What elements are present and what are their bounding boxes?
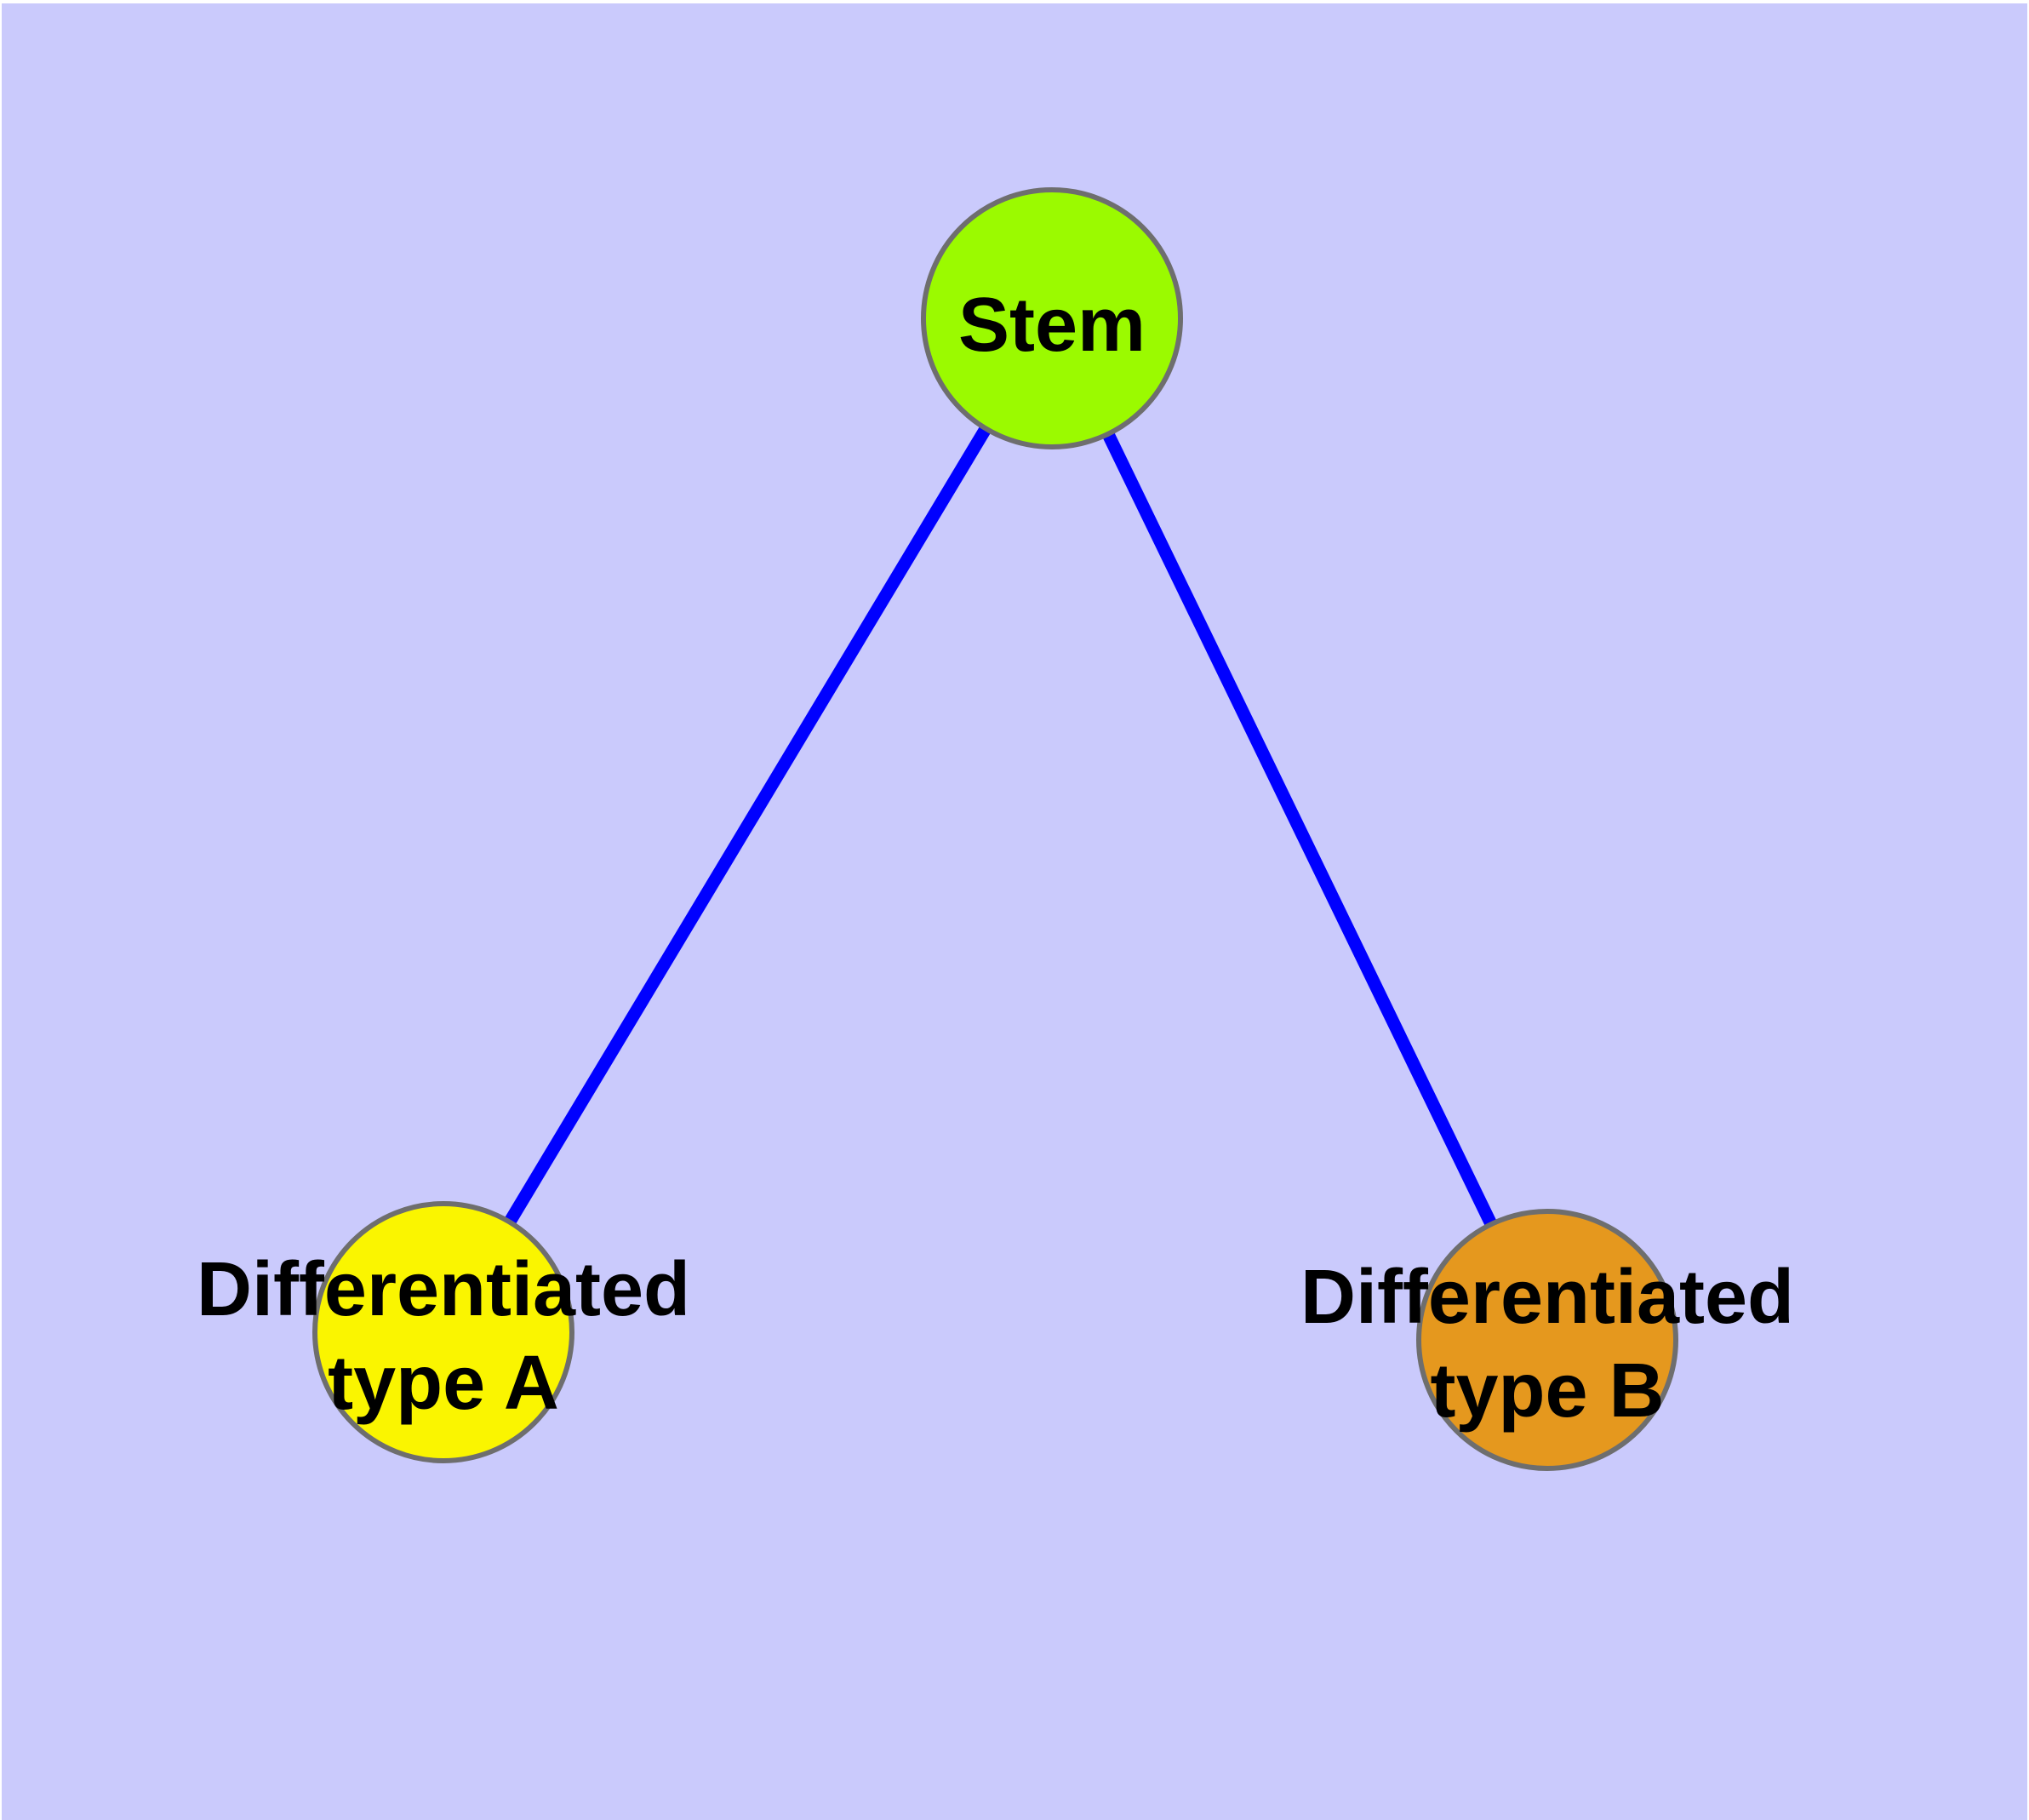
node-type-b-label-line-1: Differentiated	[1300, 1255, 1794, 1340]
node-type-a-label-line-2: type A	[328, 1341, 559, 1426]
node-differentiated-type-a[interactable]	[312, 1201, 574, 1463]
node-stem[interactable]	[921, 187, 1183, 449]
node-differentiated-type-b[interactable]	[1416, 1209, 1678, 1471]
node-type-b-label-line-2: type B	[1430, 1348, 1664, 1434]
edge-stem-to-type-b	[1046, 315, 1553, 1343]
node-stem-label: Stem	[958, 283, 1146, 368]
node-type-a-label-line-1: Differentiated	[197, 1247, 690, 1332]
edge-stem-to-type-a	[437, 315, 1058, 1336]
